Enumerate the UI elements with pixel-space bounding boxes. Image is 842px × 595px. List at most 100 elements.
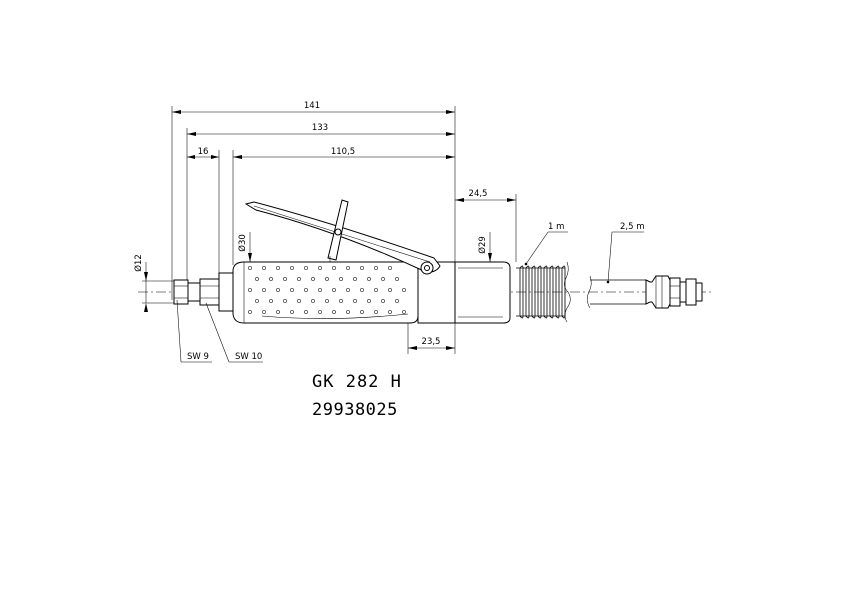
grip-dot — [339, 277, 343, 281]
hose-rib — [555, 265, 560, 319]
grip-dot — [360, 288, 364, 292]
rear-housing — [417, 261, 511, 324]
sw9-label: SW 9 — [187, 352, 209, 362]
dim-24-5-label: 24,5 — [469, 189, 488, 199]
dimension-overall-length: 141 — [172, 101, 455, 114]
dim-23-5-label: 23,5 — [422, 337, 441, 347]
grip-dot — [374, 266, 378, 270]
grip-dot — [269, 277, 273, 281]
grip-dot — [290, 288, 294, 292]
grip-dot — [381, 277, 385, 281]
grip-dot — [318, 288, 322, 292]
dimension-length-2: 133 — [187, 123, 455, 136]
grip-dot — [402, 310, 406, 314]
dim-133-label: 133 — [312, 123, 328, 133]
dim-16-label: 16 — [198, 147, 209, 157]
extension-lines — [142, 106, 517, 354]
grip-dot — [395, 277, 399, 281]
grip-dot — [297, 277, 301, 281]
dim-dia-29-label: Ø29 — [477, 236, 488, 254]
grip-dot — [325, 277, 329, 281]
grip-dot — [276, 310, 280, 314]
model-title: GK 282 H — [312, 372, 402, 392]
grip-dot — [346, 310, 350, 314]
grip-dot — [311, 299, 315, 303]
grip-texture — [248, 266, 406, 314]
grip-dot — [248, 310, 252, 314]
grip-dot — [388, 310, 392, 314]
grip-dot — [360, 310, 364, 314]
dimension-hose-fitting: 24,5 — [455, 189, 516, 202]
dimension-body-length: 110,5 — [233, 147, 455, 159]
grip-dot — [339, 299, 343, 303]
grip-dot — [346, 288, 350, 292]
leader-hose-2-5m: 2,5 m — [606, 222, 645, 284]
grip-dot — [388, 266, 392, 270]
grip-dot — [353, 277, 357, 281]
leader-hose-1m: 1 m — [524, 222, 568, 266]
grip-dot — [248, 266, 252, 270]
grip-dot — [262, 288, 266, 292]
hose-rib — [537, 265, 542, 319]
grip-dot — [374, 310, 378, 314]
grip-dot — [248, 288, 252, 292]
grip-dot — [374, 288, 378, 292]
hose-rib — [561, 265, 566, 319]
grip-dot — [395, 299, 399, 303]
grip-dot — [262, 310, 266, 314]
sw10-label: SW 10 — [235, 352, 262, 362]
grip-dot — [255, 299, 259, 303]
grip-dot — [346, 266, 350, 270]
grip-dot — [297, 299, 301, 303]
grip-dot — [367, 277, 371, 281]
hose-rib — [531, 265, 536, 319]
hose-rib — [549, 265, 554, 319]
grip-dot — [388, 288, 392, 292]
dim-dia-12-label: Ø12 — [133, 254, 144, 272]
throttle-lever — [244, 199, 441, 275]
dimension-grip-offset: 23,5 — [408, 337, 455, 350]
grip-dot — [304, 288, 308, 292]
grip-dot — [276, 266, 280, 270]
grip-dot — [318, 266, 322, 270]
grip-dot — [318, 310, 322, 314]
grip-dot — [332, 266, 336, 270]
break-symbol — [564, 261, 592, 323]
grip-dot — [304, 266, 308, 270]
grip-dot — [283, 299, 287, 303]
grip-dot — [304, 310, 308, 314]
grip-dot — [262, 266, 266, 270]
grip-dot — [255, 277, 259, 281]
hose-rib — [525, 265, 530, 319]
grip-dot — [360, 266, 364, 270]
grip-dot — [353, 299, 357, 303]
grip-dot — [283, 277, 287, 281]
grip-dot — [311, 277, 315, 281]
dim-dia-30-label: Ø30 — [237, 234, 248, 252]
grip-dot — [332, 288, 336, 292]
dim-141-label: 141 — [304, 101, 320, 111]
leader-sw9: SW 9 — [176, 299, 212, 363]
grip-dot — [290, 266, 294, 270]
dimension-collet-length: 16 — [187, 147, 219, 159]
grip-dot — [269, 299, 273, 303]
grip-dot — [381, 299, 385, 303]
dimension-diameter-collet: Ø12 — [133, 254, 148, 312]
hose-2-5m-label: 2,5 m — [620, 222, 645, 232]
hose-1m-label: 1 m — [548, 222, 564, 232]
supply-hose — [590, 275, 703, 309]
grip-dot — [325, 299, 329, 303]
hose-rib — [519, 265, 524, 319]
hose-rib — [543, 265, 548, 319]
grip-dot — [332, 310, 336, 314]
leader-sw10: SW 10 — [205, 302, 263, 363]
grip-dot — [276, 288, 280, 292]
dim-110-5-label: 110,5 — [331, 147, 355, 157]
corrugated-hose — [516, 265, 566, 319]
collet-nut — [173, 272, 234, 312]
grip-dot — [367, 299, 371, 303]
grip-dot — [290, 310, 294, 314]
grip-dot — [402, 288, 406, 292]
part-number: 29938025 — [312, 400, 398, 420]
